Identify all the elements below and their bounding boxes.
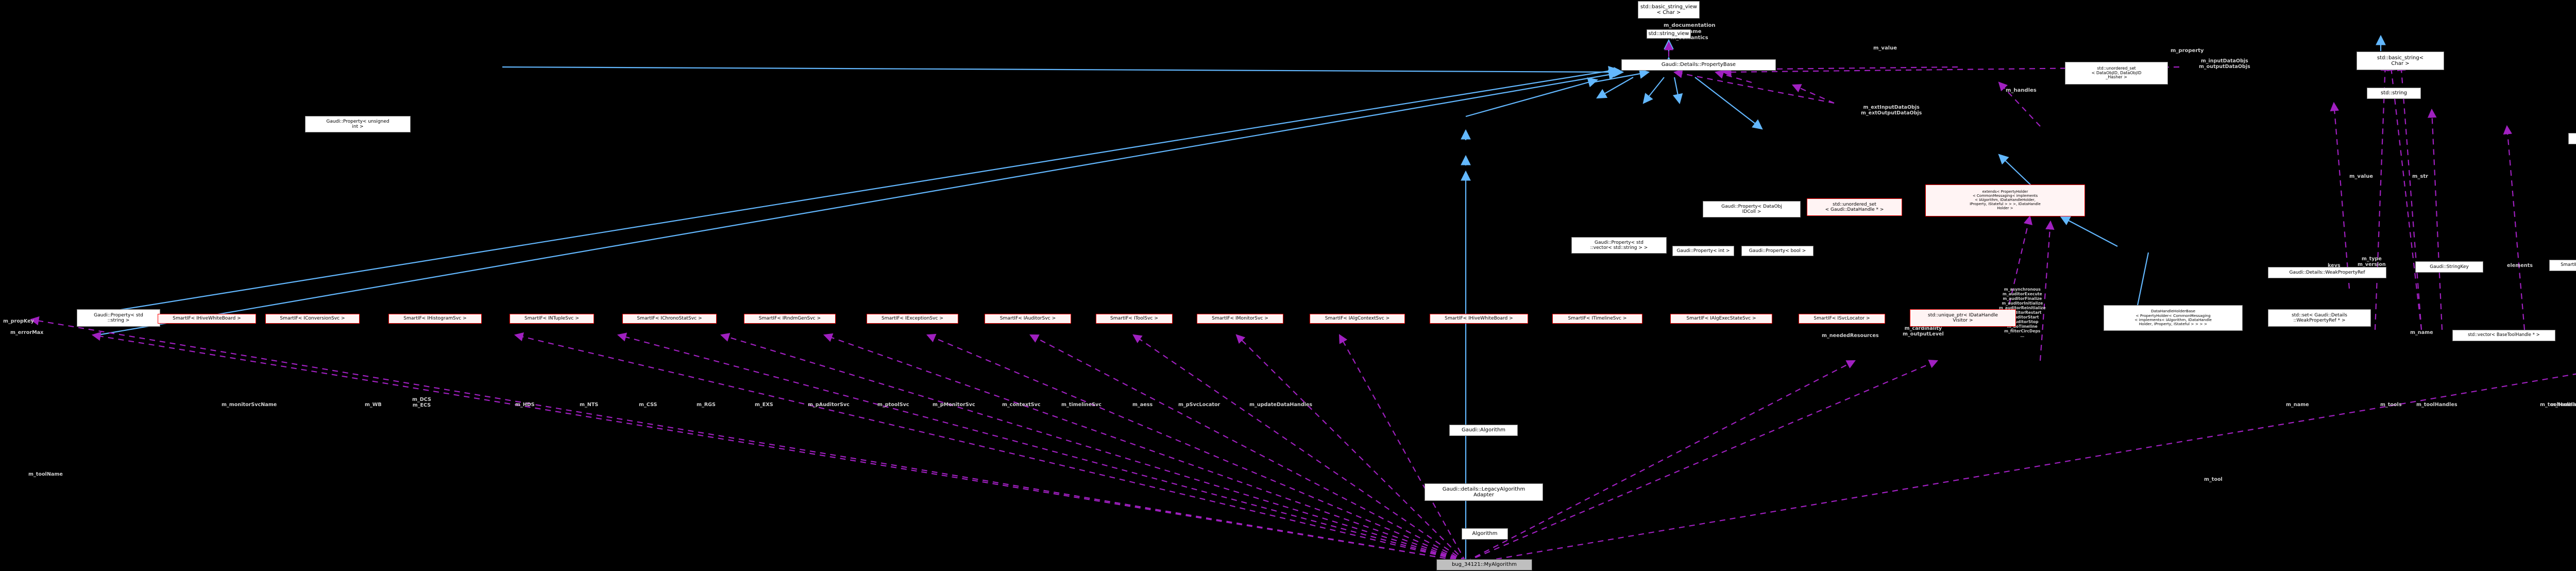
edge-label-m_tools: m_tools: [2380, 402, 2402, 408]
edge-label-m_inputdataobjs: m_inputDataObjs m_outputDataObjs: [2199, 58, 2250, 70]
class-node-smartif-5[interactable]: SmartIF< IChronoStatSvc >: [622, 314, 717, 324]
edge-label-m_nts: m_NTS: [580, 402, 599, 408]
class-node-prop_int[interactable]: Gaudi::Property< int >: [1672, 246, 1734, 256]
class-node-uo_set_datahandle[interactable]: std::unordered_set < Gaudi::DataHandle *…: [1807, 198, 1902, 216]
class-node-stringkey[interactable]: Gaudi::StringKey: [2415, 261, 2483, 273]
class-node-smartif-8[interactable]: SmartIF< IAuditorSvc >: [985, 314, 1071, 324]
class-node-extends[interactable]: extends< PropertyHolder < CommonMessagin…: [1925, 184, 2085, 216]
edge-label-m_monitorsvcname: m_monitorSvcName: [222, 402, 277, 408]
edge-label-m_toolhandlearrays: m_toolHandleArrays: [2550, 402, 2576, 408]
edge-label-m_aess: m_aess: [1132, 402, 1153, 408]
edge-label-m_name: m_name: [2410, 330, 2433, 335]
class-node-prop_dataobjidcoll[interactable]: Gaudi::Property< DataObj IDColl >: [1703, 201, 1801, 217]
edge-label-m_toolname: m_toolName: [28, 472, 63, 477]
class-node-smartif-3[interactable]: SmartIF< IHistogramSvc >: [388, 314, 482, 324]
edge-label-elements: elements: [2507, 263, 2533, 268]
edge-label-m_pmonitorsvc: m_pMonitorSvc: [933, 402, 975, 408]
edge-label-m_updatedatahandles: m_updateDataHandles: [1249, 402, 1313, 408]
edge-label-m_str: m_str: [2412, 174, 2429, 179]
edge-label-m_css: m_CSS: [639, 402, 657, 408]
edge-label-m_wb: m_WB: [365, 402, 382, 408]
class-node-prop_unsigned_int[interactable]: Gaudi::Property< unsigned int >: [305, 116, 411, 132]
edge-label-m_property: m_property: [2171, 48, 2204, 54]
class-node-smartif-11[interactable]: SmartIF< IAlgContextSvc >: [1310, 314, 1405, 324]
class-node-myalgorithm[interactable]: bug_34121::MyAlgorithm: [1436, 559, 1532, 570]
class-node-smartif-9[interactable]: SmartIF< IToolSvc >: [1096, 314, 1173, 324]
edge-label-m_tool: m_tool: [2204, 477, 2223, 482]
edge-label-m_exs: m_EXS: [755, 402, 773, 408]
class-node-imessagesvc[interactable]: IMessageSvc: [2568, 133, 2576, 144]
class-node-basic_string_view[interactable]: std::basic_string_view < Char >: [1638, 1, 1700, 19]
class-node-set_weakpropertyref[interactable]: std::set< Gaudi::Details ::WeakPropertyR…: [2268, 309, 2371, 327]
edge-label-m_handles: m_handles: [2006, 88, 2037, 93]
class-node-smartif-13[interactable]: SmartIF< ITimelineSvc >: [1552, 314, 1642, 324]
edge-label-m_name: m_name: [2286, 402, 2309, 408]
class-node-gaudi-property-0[interactable]: Gaudi::Property< std ::string >: [77, 309, 160, 327]
class-node-uo_set_datastr[interactable]: std::unordered_set < DataObjID, DataObjI…: [2065, 62, 2168, 85]
edge-label-m_timelinesvc: m_timelineSvc: [1061, 402, 1101, 408]
edge-label-m_hds: m_HDS: [515, 402, 535, 408]
edge-label-m_dcs: m_DCS m_ECS: [412, 397, 431, 409]
class-node-smartif-7[interactable]: SmartIF< IExceptionSvc >: [867, 314, 958, 324]
class-node-smartif-14[interactable]: SmartIF< IAlgExecStateSvc >: [1670, 314, 1772, 324]
edge-label-m_toolhandles: m_toolHandles: [2416, 402, 2458, 408]
class-node-smartif-12[interactable]: SmartIF< IHiveWhiteBoard >: [1430, 314, 1528, 324]
class-node-propertybase[interactable]: Gaudi::Details::PropertyBase: [1621, 59, 1776, 71]
class-node-smartif-2[interactable]: SmartIF< IConversionSvc >: [265, 314, 360, 324]
class-node-prop_bool[interactable]: Gaudi::Property< bool >: [1741, 246, 1814, 256]
edge-label-m_extinputdataobjs: m_extInputDataObjs m_extOutputDataObjs: [1861, 105, 1922, 116]
class-node-std_string[interactable]: std::string: [2367, 88, 2421, 99]
class-node-smartif-15[interactable]: SmartIF< ISvcLocator >: [1799, 314, 1885, 324]
class-node-weakpropertyref_pb[interactable]: Gaudi::Details::WeakPropertyRef: [2268, 267, 2386, 278]
edge-label-m_value: m_value: [2349, 174, 2374, 179]
class-node-smartif-10[interactable]: SmartIF< IMonitorSvc >: [1197, 314, 1283, 324]
class-node-smartif_imessagesvc[interactable]: SmartIF< IMessageSvc >: [2549, 260, 2576, 271]
class-node-smartif-6[interactable]: SmartIF< IRndmGenSvc >: [744, 314, 836, 324]
class-node-prop_std_string_ctr[interactable]: Gaudi::Property< std ::vector< std::stri…: [1571, 237, 1667, 254]
edge-label-m_type: m_type m_version: [2358, 256, 2386, 268]
class-node-gaudi_algorithm[interactable]: Gaudi::Algorithm: [1449, 425, 1518, 436]
edge-label-m_rgs: m_RGS: [697, 402, 716, 408]
class-node-basic_string_char[interactable]: std::basic_string< Char >: [2357, 52, 2444, 70]
class-node-std-unique-ptr-16[interactable]: std::unique_ptr< IDataHandle Visitor >: [1910, 309, 2016, 327]
edge-label-m_neededresources: m_neededResources: [1822, 333, 1879, 339]
edge-label-m_cardinality: m_cardinality m_outputLevel: [1903, 326, 1944, 338]
edge-label-m_pauditorsvc: m_pAuditorSvc: [808, 402, 850, 408]
class-node-algorithm[interactable]: Algorithm: [1462, 528, 1508, 540]
class-node-string_view[interactable]: std::string_view: [1647, 29, 1691, 39]
class-node-legacy_adapter[interactable]: Gaudi::details::LegacyAlgorithm Adapter: [1425, 483, 1543, 501]
class-node-vec_basetoolhandle[interactable]: std::vector< BaseToolHandle * >: [2452, 330, 2555, 341]
edge-label-m_ptoolsvc: m_ptoolSvc: [877, 402, 909, 408]
edge-label-m_value: m_value: [1873, 45, 1897, 51]
edge-label-m_errormax: m_errorMax: [10, 330, 44, 335]
class-node-dhhb[interactable]: DataHandleHolderBase < PropertyHolder< C…: [2104, 305, 2243, 331]
edge-label-m_contextsvc: m_contextSvc: [1002, 402, 1041, 408]
edge-label-m_propkey: m_propKey: [3, 318, 34, 324]
class-node-smartif-1[interactable]: SmartIF< IHiveWhiteBoard >: [158, 314, 256, 324]
usage-edges: [29, 41, 2576, 565]
edge-label-m_psvclocator: m_pSvcLocator: [1178, 402, 1221, 408]
class-node-smartif-4[interactable]: SmartIF< INTupleSvc >: [510, 314, 594, 324]
